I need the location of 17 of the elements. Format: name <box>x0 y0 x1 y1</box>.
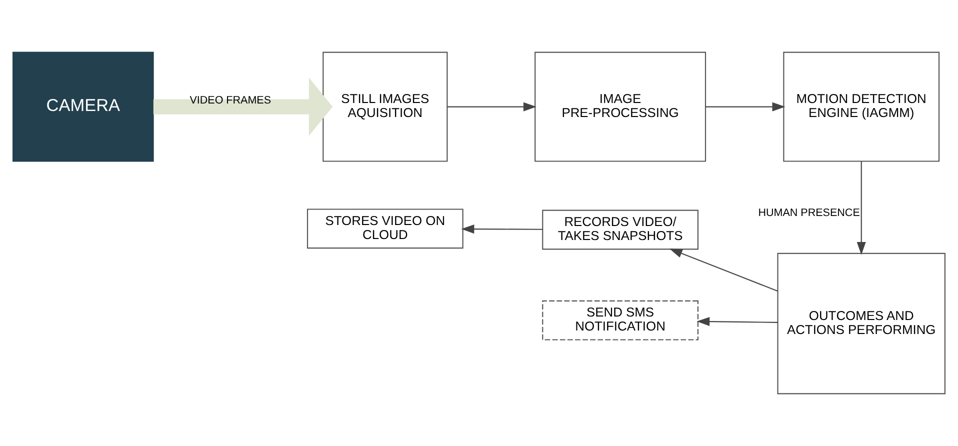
node-box: MOTION DETECTION ENGINE (IAGMM) <box>783 52 940 162</box>
node-box: SEND SMS NOTIFICATION <box>542 300 698 340</box>
arrow <box>669 248 778 292</box>
node-box: CAMERA <box>12 52 154 162</box>
node-box: OUTCOMES AND ACTIONS PERFORMING <box>777 252 946 394</box>
arrow <box>706 102 786 112</box>
arrow <box>856 161 866 255</box>
node-box: STORES VIDEO ON CLOUD <box>306 208 464 249</box>
arrow <box>461 224 543 234</box>
node-box: STILL IMAGES AQUISITION <box>322 52 448 162</box>
arrow <box>447 102 536 112</box>
node-box: RECORDS VIDEO/ TAKES SNAPSHOTS <box>542 210 698 250</box>
node-box: IMAGE PRE-PROCESSING <box>534 52 706 162</box>
arrow <box>696 317 778 326</box>
edge-label: HUMAN PRESENCE <box>758 207 860 220</box>
edge-label: VIDEO FRAMES <box>190 94 272 107</box>
arrow <box>153 78 333 136</box>
